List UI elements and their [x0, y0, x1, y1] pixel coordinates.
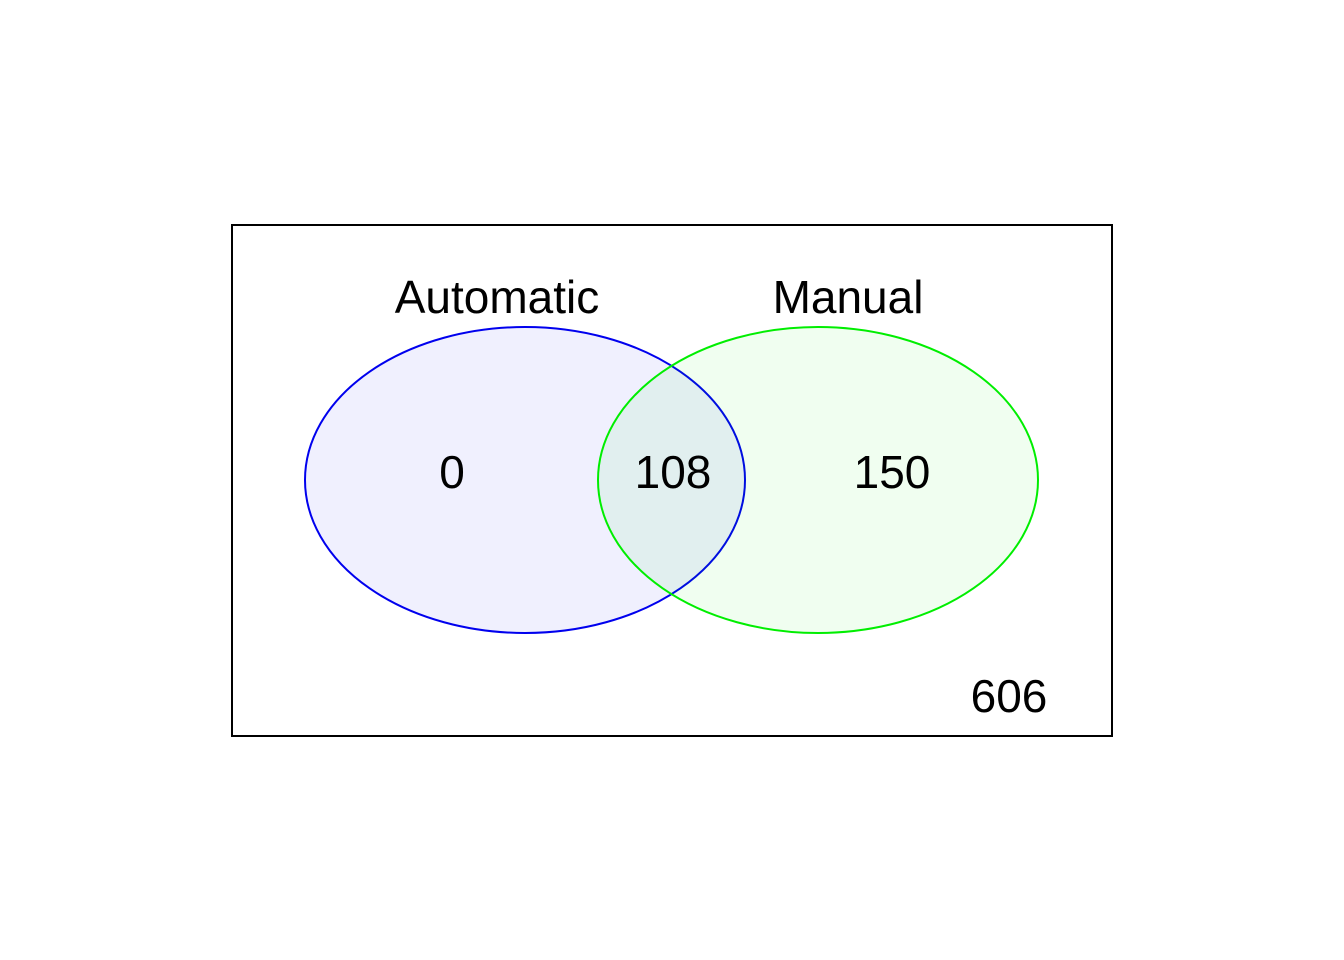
count-automatic-only: 0 — [439, 446, 465, 498]
universe-frame — [231, 224, 1113, 737]
set-ellipse-automatic — [304, 326, 746, 634]
count-outside: 606 — [971, 670, 1048, 722]
count-manual-only: 150 — [854, 446, 931, 498]
set-label-automatic: Automatic — [395, 271, 600, 323]
count-intersection: 108 — [635, 446, 712, 498]
set-label-manual: Manual — [773, 271, 924, 323]
set-ellipse-manual — [597, 326, 1039, 634]
